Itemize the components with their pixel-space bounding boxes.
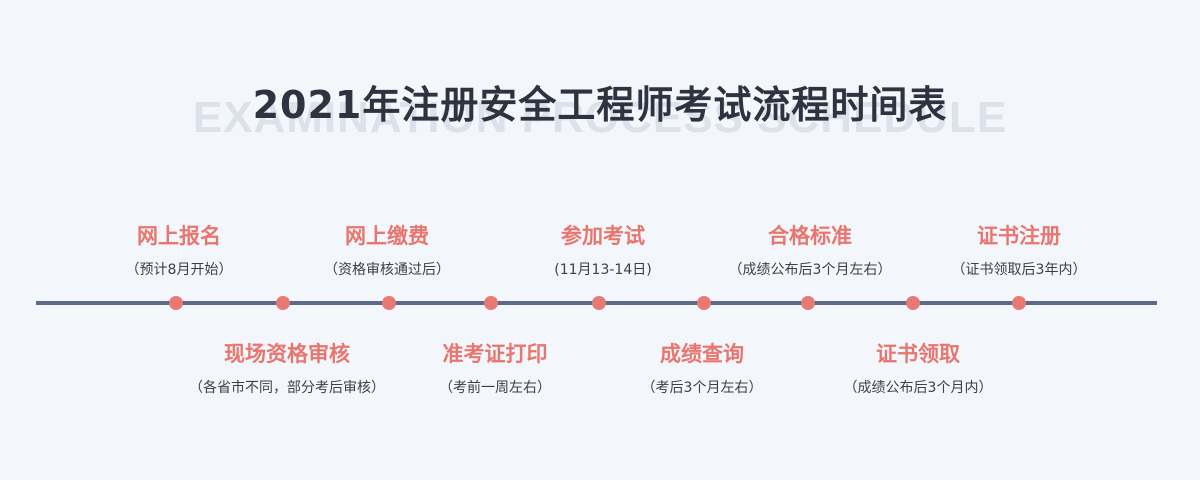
step-note: （考前一周左右） (439, 380, 551, 396)
step-onsite-qualification-review: 现场资格审核 （各省市不同，部分考后审核） (147, 338, 427, 397)
step-note: (11月13-14日) (554, 262, 652, 278)
step-certificate-collection: 证书领取 （成绩公布后3个月内） (808, 338, 1028, 397)
timeline-dot (1012, 296, 1026, 310)
step-name: 合格标准 (768, 224, 852, 248)
step-note: （成绩公布后3个月内） (843, 380, 993, 396)
step-online-payment: 网上缴费 （资格审核通过后） (287, 220, 487, 279)
step-take-exam: 参加考试 (11月13-14日) (503, 220, 703, 279)
step-note: （证书领取后3年内） (951, 262, 1087, 278)
step-note: （预计8月开始） (125, 262, 233, 278)
page-title: 2021年注册安全工程师考试流程时间表 (252, 83, 948, 127)
timeline-dot (276, 296, 290, 310)
step-name: 参加考试 (561, 224, 645, 248)
step-admission-ticket-print: 准考证打印 （考前一周左右） (395, 338, 595, 397)
timeline-dot (382, 296, 396, 310)
timeline-dot (169, 296, 183, 310)
step-certificate-registration: 证书注册 （证书领取后3年内） (919, 220, 1119, 279)
watermark-text: EXAMINATION PROCESS SCHEDULE (192, 93, 1008, 142)
step-name: 成绩查询 (660, 342, 744, 366)
timeline-dot (697, 296, 711, 310)
step-name: 准考证打印 (442, 342, 548, 366)
step-score-inquiry: 成绩查询 （考后3个月左右） (602, 338, 802, 397)
timeline-dot (906, 296, 920, 310)
step-name: 现场资格审核 (224, 342, 350, 366)
step-note: （各省市不同，部分考后审核） (189, 380, 385, 396)
timeline-dot (801, 296, 815, 310)
step-pass-standard: 合格标准 （成绩公布后3个月左右） (690, 220, 930, 279)
step-note: （成绩公布后3个月左右） (728, 262, 892, 278)
step-online-registration: 网上报名 （预计8月开始） (79, 220, 279, 279)
step-name: 网上缴费 (345, 224, 429, 248)
step-name: 证书注册 (977, 224, 1061, 248)
step-name: 网上报名 (137, 224, 221, 248)
step-note: （考后3个月左右） (641, 380, 763, 396)
timeline-dot (484, 296, 498, 310)
step-name: 证书领取 (876, 342, 960, 366)
timeline-dot (592, 296, 606, 310)
step-note: （资格审核通过后） (324, 262, 450, 278)
